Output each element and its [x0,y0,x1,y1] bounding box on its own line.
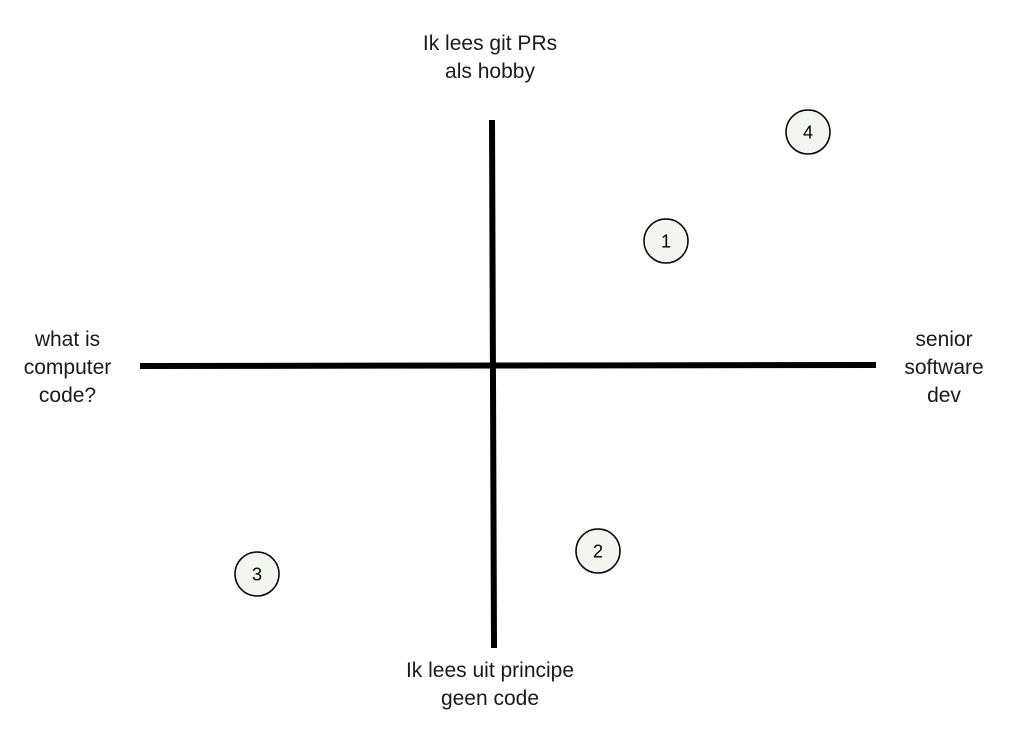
marker-2-label: 2 [593,542,603,562]
marker-3: 3 [234,551,280,597]
marker-1-label: 1 [661,232,671,252]
axis-label-left: what is computer code? [23,328,112,407]
axis-label-top: Ik lees git PRs als hobby [422,32,558,83]
axis-label-right: senior software dev [904,328,984,407]
marker-4-label: 4 [803,123,813,143]
marker-1: 1 [643,218,689,264]
marker-3-label: 3 [252,565,262,585]
marker-2: 2 [575,528,621,574]
marker-4: 4 [785,109,831,155]
axis-label-bottom: Ik lees uit principe geen code [405,659,575,710]
vertical-axis [489,119,497,649]
horizontal-axis [139,362,877,369]
